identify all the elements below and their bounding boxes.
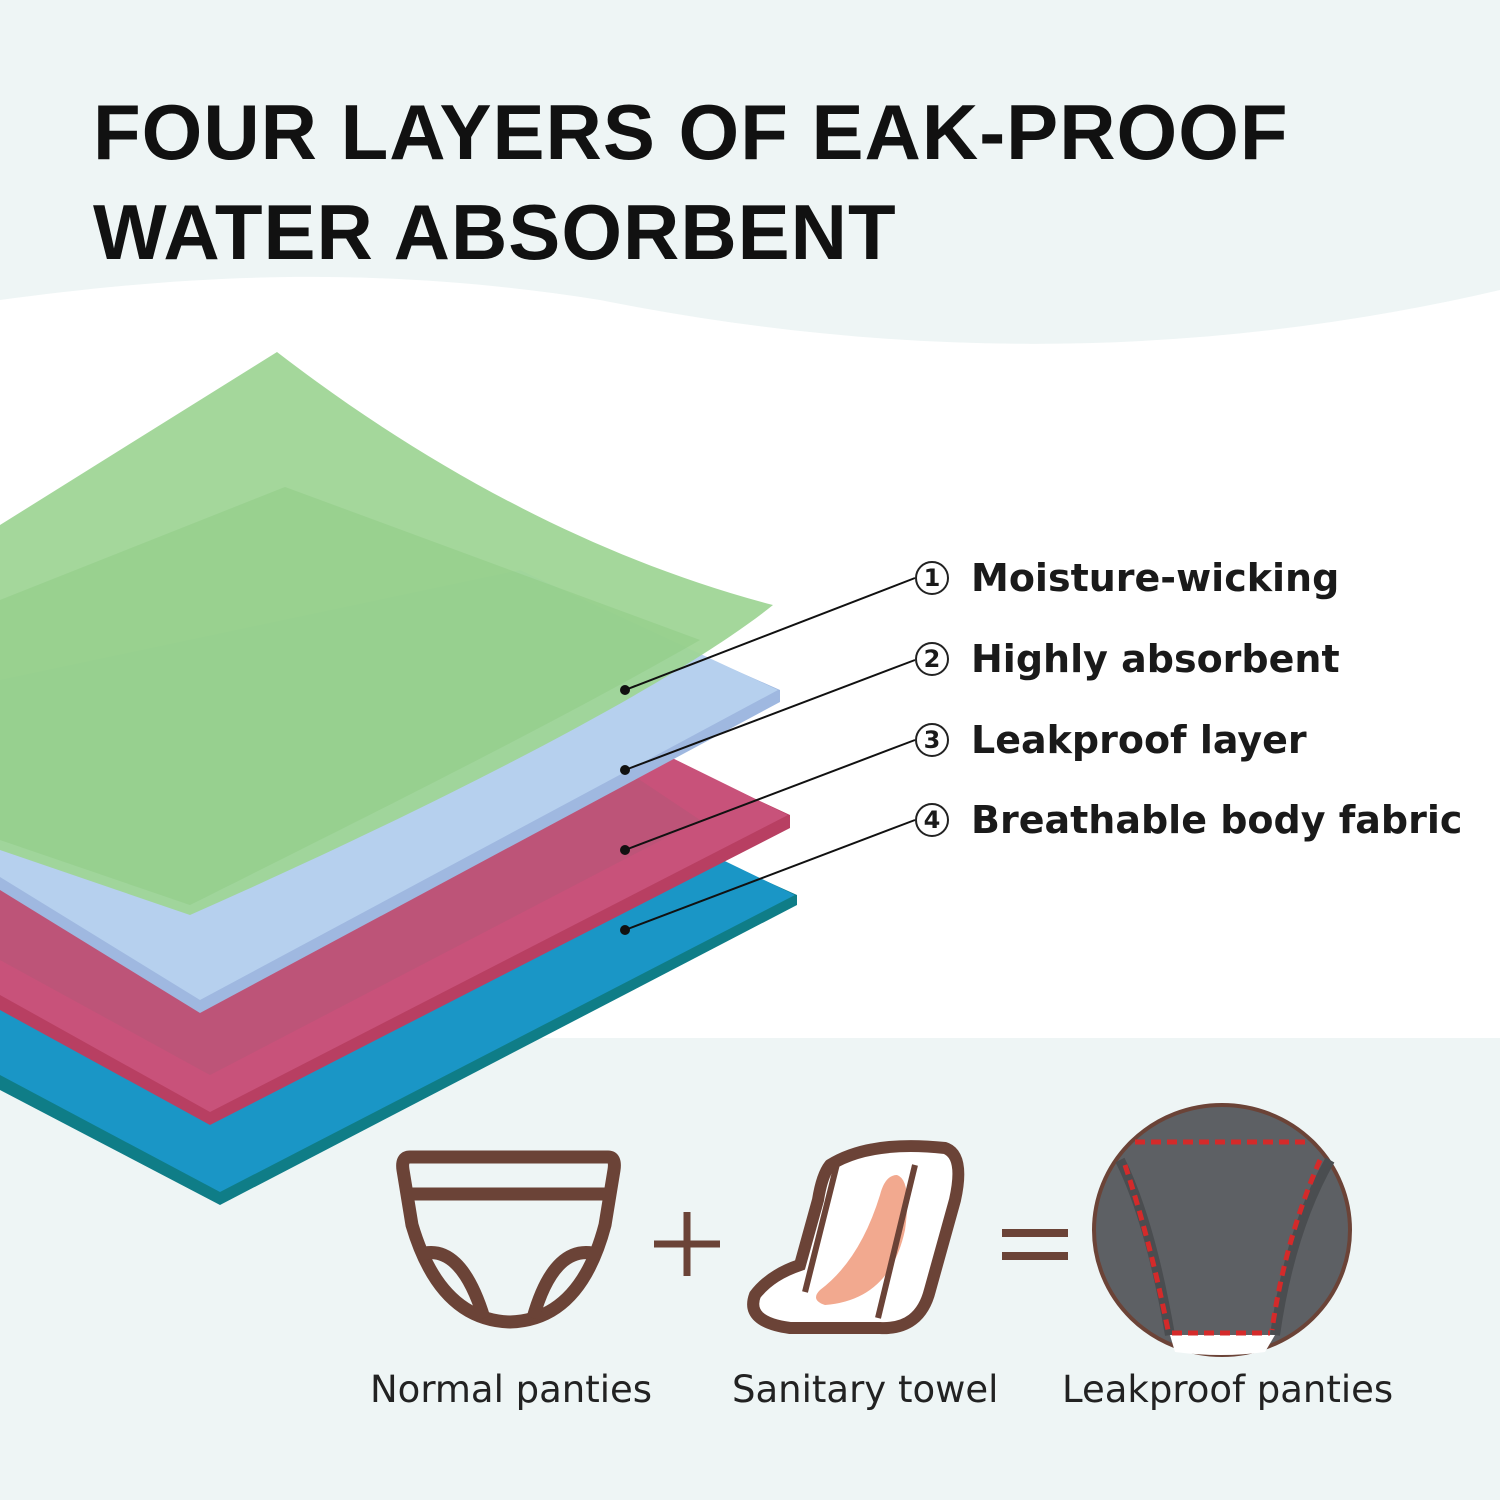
header-band	[0, 0, 1500, 344]
leader-lines	[624, 577, 916, 931]
layer-4-dot	[620, 925, 630, 935]
layer-4-label: 4 Breathable body fabric	[915, 798, 1462, 842]
layer-1-label: 1 Moisture-wicking	[915, 556, 1339, 600]
number-2-badge: 2	[915, 642, 949, 676]
layer-3-text: Leakproof layer	[971, 718, 1307, 762]
layer-3-label: 3 Leakproof layer	[915, 718, 1307, 762]
leakproof-panties-photo	[1092, 1103, 1352, 1357]
layer-2-label: 2 Highly absorbent	[915, 637, 1340, 681]
equals-sign	[1002, 1229, 1068, 1260]
sanitary-pad-icon	[747, 1140, 965, 1335]
layer-1-moisture-wicking	[0, 352, 773, 915]
title-line-2: WATER ABSORBENT	[93, 188, 897, 276]
number-4-badge: 4	[915, 803, 949, 837]
page-title: FOUR LAYERS OF EAK-PROOF WATER ABSORBENT	[93, 82, 1289, 282]
number-1-badge: 1	[915, 561, 949, 595]
plus-sign	[654, 1212, 720, 1276]
number-3-badge: 3	[915, 723, 949, 757]
panties-icon	[396, 1150, 621, 1329]
layer-2-dot	[620, 765, 630, 775]
caption-leakproof-panties: Leakproof panties	[1062, 1368, 1394, 1411]
caption-sanitary-towel: Sanitary towel	[732, 1368, 999, 1411]
layer-4-text: Breathable body fabric	[971, 798, 1463, 842]
layer-2-text: Highly absorbent	[971, 637, 1340, 681]
layer-3-dot	[620, 845, 630, 855]
caption-normal-panties: Normal panties	[370, 1368, 653, 1411]
title-line-1: FOUR LAYERS OF EAK-PROOF	[93, 88, 1289, 176]
layer-1-text: Moisture-wicking	[971, 556, 1340, 600]
layer-1-dot	[620, 685, 630, 695]
